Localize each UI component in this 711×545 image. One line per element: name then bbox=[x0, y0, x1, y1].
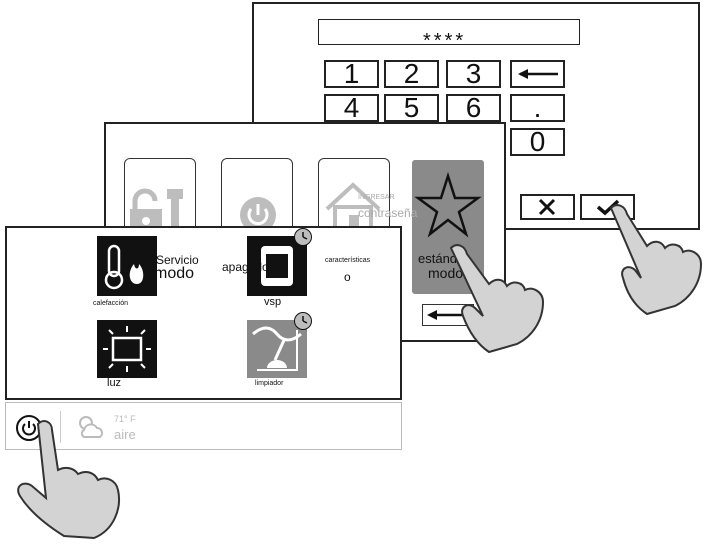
heating-tile[interactable] bbox=[97, 236, 157, 296]
hand-pointer-icon bbox=[445, 240, 565, 370]
key-3[interactable]: 3 bbox=[446, 60, 501, 88]
key-4[interactable]: 4 bbox=[324, 94, 379, 122]
cleaner-label: limpiador bbox=[255, 380, 283, 387]
vsp-label: vsp bbox=[264, 296, 281, 308]
light-label: luz bbox=[107, 377, 121, 389]
clock-icon bbox=[295, 229, 311, 245]
key-0[interactable]: 0 bbox=[510, 128, 565, 156]
power-off-label: apagado bbox=[222, 260, 269, 274]
key-1[interactable]: 1 bbox=[324, 60, 379, 88]
enter-label: INGRESAR bbox=[358, 194, 395, 201]
key-6[interactable]: 6 bbox=[446, 94, 501, 122]
vsp-schedule-badge bbox=[294, 228, 312, 246]
password-label: contraseña bbox=[358, 206, 417, 220]
password-field[interactable]: **** bbox=[318, 19, 580, 45]
heating-label: calefacción bbox=[93, 300, 128, 307]
features-or-label: o bbox=[344, 270, 351, 284]
key-backspace[interactable] bbox=[510, 60, 565, 88]
cancel-button[interactable] bbox=[520, 194, 575, 220]
password-mask: **** bbox=[423, 31, 466, 51]
key-5[interactable]: 5 bbox=[384, 94, 439, 122]
key-dot[interactable]: . bbox=[510, 94, 565, 122]
hand-pointer-icon bbox=[605, 200, 711, 320]
backspace-arrow-icon bbox=[512, 62, 563, 86]
hand-pointer-icon bbox=[8, 410, 158, 540]
home-panel: calefacción vsp luz limpiador bbox=[5, 226, 402, 400]
light-tile[interactable] bbox=[97, 320, 157, 378]
light-icon bbox=[97, 320, 157, 378]
features-label: características bbox=[325, 257, 370, 264]
key-2[interactable]: 2 bbox=[384, 60, 439, 88]
close-icon bbox=[522, 196, 573, 218]
clock-icon bbox=[295, 313, 311, 329]
star-icon bbox=[412, 170, 484, 240]
thermometer-flame-icon bbox=[97, 236, 157, 296]
cleaner-schedule-badge bbox=[294, 312, 312, 330]
service-mode-label: modo bbox=[154, 265, 194, 283]
